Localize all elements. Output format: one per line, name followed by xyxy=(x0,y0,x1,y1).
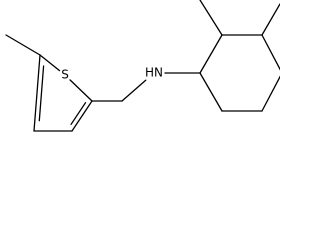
bond-r2-me2 xyxy=(199,0,223,36)
bond-r1-r2 xyxy=(199,34,223,74)
bond-ch2-n xyxy=(121,79,147,102)
bond-c5-s1 xyxy=(39,54,61,72)
bond-r4-r5 xyxy=(261,75,280,112)
bond-me_thio-c5 xyxy=(5,34,41,56)
bond-s1-c2 xyxy=(69,79,93,102)
amine-atom-label: HN xyxy=(145,66,163,80)
bond-c4-c5-double xyxy=(38,65,45,122)
bond-c2-c3-double xyxy=(70,102,87,125)
bond-layer xyxy=(5,0,280,132)
bond-r3-me3 xyxy=(261,3,280,36)
bond-r6-r1 xyxy=(199,72,223,112)
molecule-canvas: S HN xyxy=(5,0,280,132)
bond-c2-c3 xyxy=(71,100,93,132)
atom-label-layer: S HN xyxy=(61,66,163,82)
sulfur-atom-label: S xyxy=(61,68,69,82)
bond-r3-r4 xyxy=(261,34,280,71)
molecule-structure: S HN xyxy=(5,0,280,132)
bond-c4-c5 xyxy=(33,54,41,132)
